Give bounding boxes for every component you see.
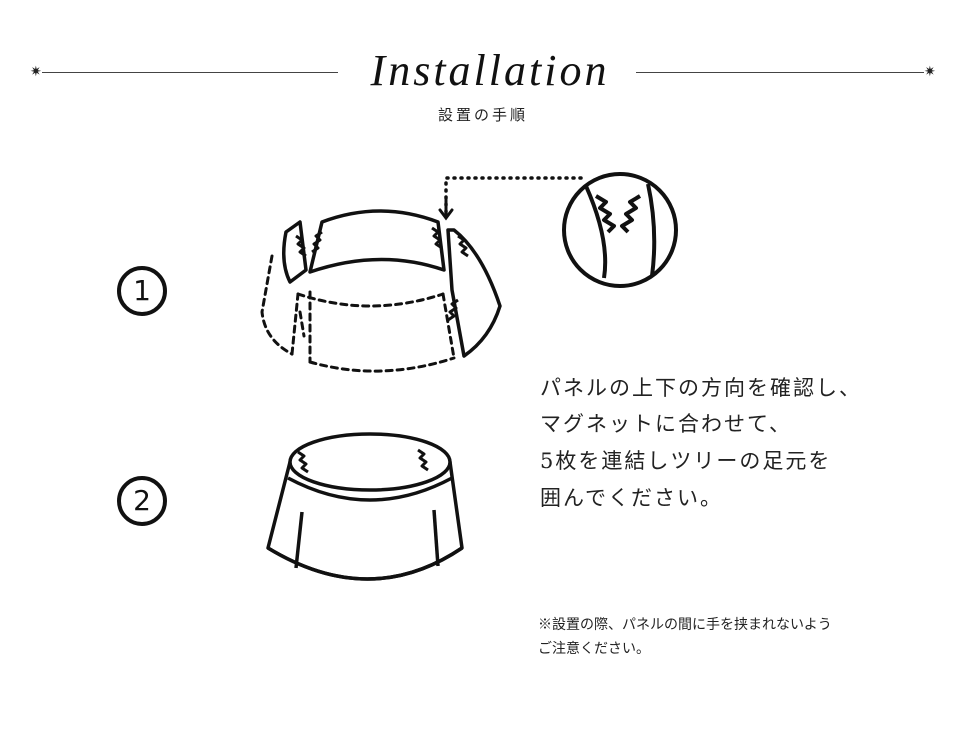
page-subtitle: 設置の手順: [437, 106, 528, 124]
caution-note-line-2: ご注意ください。: [538, 641, 650, 657]
star-ornament-icon: ✷: [30, 64, 42, 80]
step-number-1: 1: [117, 266, 167, 316]
instruction-line-4: 囲んでください。: [540, 486, 723, 510]
title-rule-left: [42, 72, 338, 73]
star-ornament-icon: ✷: [924, 64, 936, 80]
instruction-line-2: マグネットに合わせて、: [540, 412, 792, 436]
caution-note-line-1: ※設置の際、パネルの間に手を挟まれないよう: [538, 617, 832, 633]
instruction-line-3: 5枚を連結しツリーの足元を: [540, 449, 832, 473]
title-rule-right: [636, 72, 924, 73]
instruction-line-1: パネルの上下の方向を確認し、: [540, 376, 862, 400]
step-number-2: 2: [117, 476, 167, 526]
page-title: Installation: [370, 46, 610, 95]
